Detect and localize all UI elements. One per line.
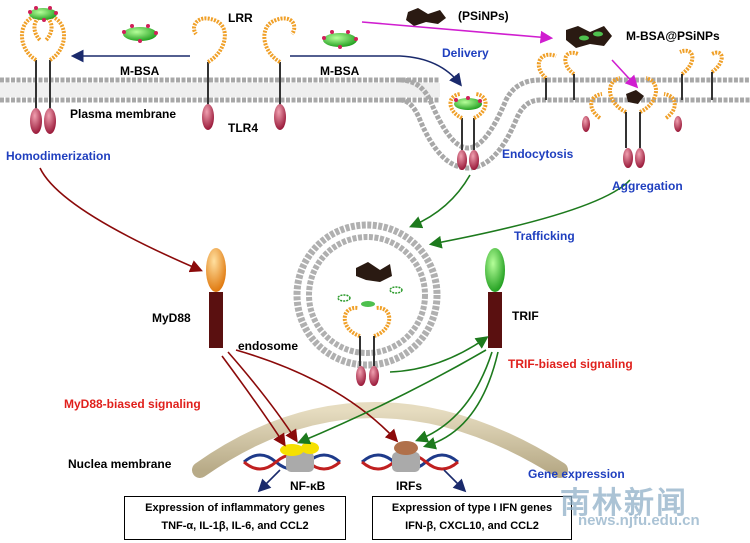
gene-expression-label: Gene expression [528, 467, 625, 481]
plasma-membrane-label: Plasma membrane [70, 107, 176, 121]
inflammatory-genes-list: TNF-α, IL-1β, IL-6, and CCL2 [161, 520, 309, 532]
m-bsa-psinp-complex [566, 26, 612, 48]
dna-strand-irfs [361, 441, 459, 472]
tlr4-receptor-left-dimer [20, 13, 66, 134]
m-bsa-particle-free-left [122, 24, 158, 43]
m-bsa-particle-free-mid [322, 30, 358, 49]
tlr4-in-endocytic-pit [448, 92, 488, 170]
plasma-membrane-bilayer [0, 77, 750, 171]
md2-bsa-particle-bound [28, 6, 58, 22]
endosome-label: endosome [238, 339, 298, 353]
nfkb-label: NF-κB [290, 479, 326, 493]
tlr4-receptor-single-mid [262, 16, 297, 130]
endocytosis-label: Endocytosis [502, 147, 574, 161]
delivery-label: Delivery [442, 46, 489, 60]
ifn-genes-box: Expression of type I IFN genes IFN-β, CX… [372, 496, 572, 540]
trif-signaling-label: TRIF-biased signaling [508, 357, 633, 371]
inflammatory-genes-box: Expression of inflammatory genes TNF-α, … [124, 496, 346, 540]
m-bsa-psinps-label: M-BSA@PSiNPs [626, 29, 720, 43]
m-bsa-left-label: M-BSA [120, 64, 160, 78]
dna-strand-nfkb [243, 442, 341, 472]
nuclear-membrane [192, 402, 568, 478]
nuclea-membrane-label: Nuclea membrane [68, 457, 172, 471]
watermark-url: news.njfu.edu.cn [578, 512, 700, 529]
tlr4-receptor-single-left [192, 16, 227, 130]
watermark-chinese: 南林新闻 [560, 486, 688, 521]
tlr4-label: TLR4 [228, 121, 258, 135]
labels: LRR (PSiNPs) M-BSA@PSiNPs M-BSA M-BSA De… [6, 9, 720, 493]
trif-adaptor [485, 248, 505, 348]
ifn-genes-list: IFN-β, CXCL10, and CCL2 [405, 520, 539, 532]
myd88-adaptor [206, 248, 226, 348]
endosome-vesicle [293, 221, 441, 386]
irfs-label: IRFs [396, 479, 422, 493]
inflammatory-genes-title: Expression of inflammatory genes [145, 502, 325, 514]
m-bsa-mid-label: M-BSA [320, 64, 360, 78]
psinp-nanoparticle [406, 8, 446, 26]
homodimerization-label: Homodimerization [6, 149, 111, 163]
lrr-label: LRR [228, 11, 253, 25]
ifn-genes-title: Expression of type I IFN genes [391, 502, 553, 514]
psinps-label: (PSiNPs) [458, 9, 509, 23]
trif-label: TRIF [512, 309, 539, 323]
trafficking-label: Trafficking [514, 229, 575, 243]
myd88-label: MyD88 [152, 311, 191, 325]
aggregation-label: Aggregation [612, 179, 683, 193]
tlr4-aggregation-cluster [536, 48, 724, 168]
arrows [39, 21, 639, 493]
myd88-signaling-label: MyD88-biased signaling [64, 397, 201, 411]
